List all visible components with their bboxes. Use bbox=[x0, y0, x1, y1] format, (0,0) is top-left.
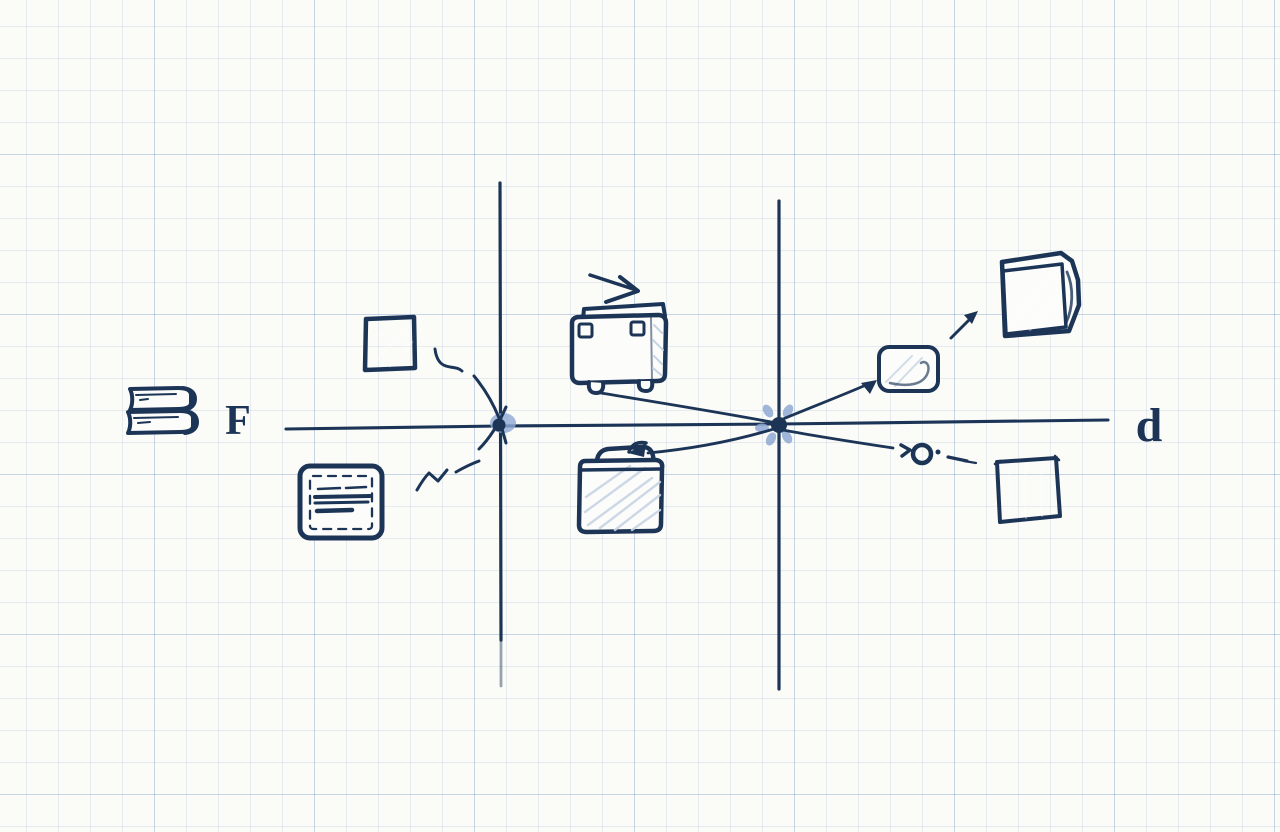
arrow-point-to-card bbox=[781, 380, 877, 421]
right-axis-label: d bbox=[1136, 399, 1163, 452]
left-axis-label: F bbox=[225, 398, 251, 444]
arrow-to-cube bbox=[949, 311, 978, 340]
cube-icon bbox=[999, 250, 1082, 339]
small-card-icon bbox=[877, 345, 940, 393]
horizontal-axis bbox=[284, 418, 1110, 431]
folder-icon bbox=[576, 444, 665, 535]
shaded-square-icon bbox=[993, 454, 1062, 524]
lens-line-left bbox=[498, 181, 503, 688]
tv-eye-right bbox=[629, 320, 646, 337]
ray-point-down-right bbox=[781, 428, 895, 450]
cube-front-face bbox=[1001, 262, 1068, 336]
tv-top-arrow bbox=[588, 273, 640, 304]
ray-tv-to-point bbox=[599, 391, 778, 425]
focal-petals bbox=[755, 404, 794, 446]
books-icon bbox=[126, 386, 199, 435]
note-card-icon bbox=[297, 463, 385, 541]
circle-glyph-icon bbox=[899, 442, 978, 466]
focal-point-right bbox=[755, 404, 794, 446]
tv-box-icon bbox=[569, 302, 669, 395]
dashed-rays bbox=[415, 347, 508, 492]
filled-square-icon bbox=[362, 314, 418, 373]
arrow-point-to-folder bbox=[627, 426, 779, 457]
tv-eye-left bbox=[577, 322, 594, 339]
